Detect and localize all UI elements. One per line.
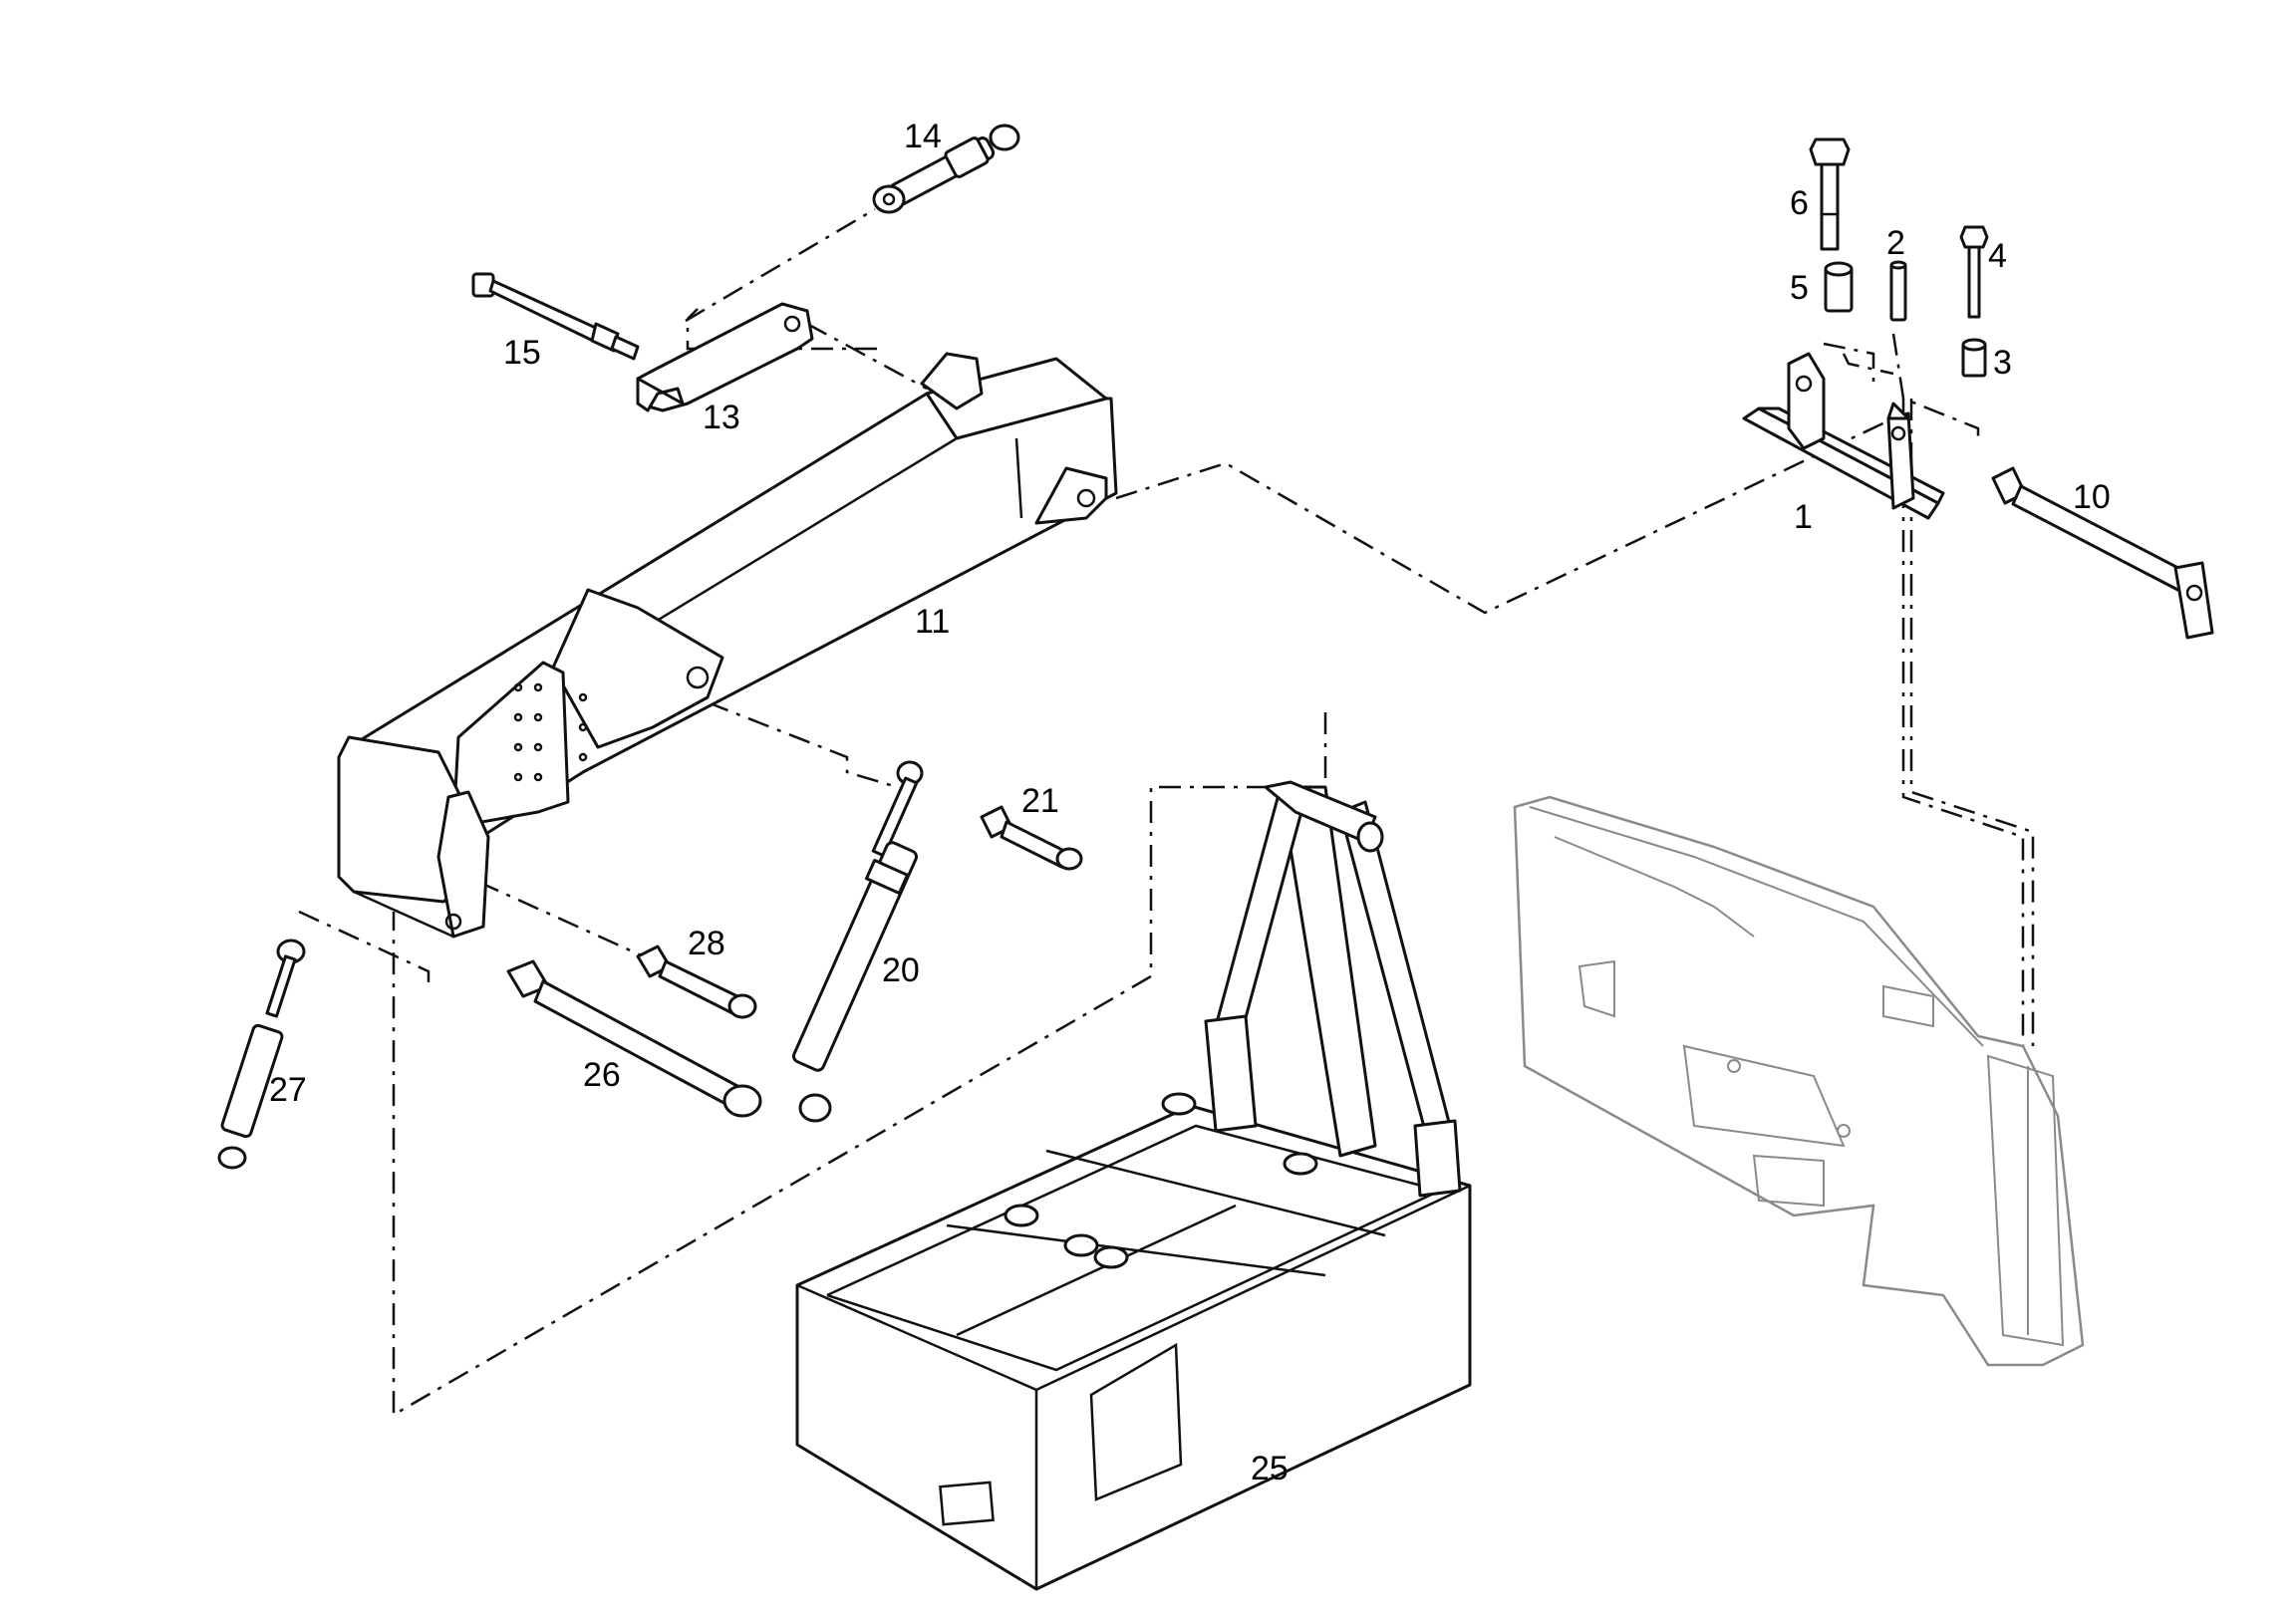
part-4-bolt (1959, 225, 1989, 319)
callout-20: 20 (882, 951, 920, 989)
part-2-pin (1889, 260, 1907, 322)
callout-labels: 1 2 3 4 5 6 10 11 13 14 15 20 21 25 26 2… (269, 118, 2111, 1487)
callout-4: 4 (1988, 237, 2007, 275)
part-5-bushing (1824, 261, 1854, 313)
callout-14: 14 (904, 118, 942, 155)
part-28-pin (636, 944, 757, 1019)
callout-15: 15 (503, 334, 541, 372)
callout-5: 5 (1790, 269, 1809, 307)
part-6-bolt (1809, 137, 1851, 251)
part-20-lift-cylinder (791, 760, 924, 1123)
part-10-pin (1991, 466, 2214, 640)
part-26-pin (506, 959, 762, 1118)
callout-1: 1 (1794, 498, 1813, 536)
chassis-frame (1513, 795, 2085, 1367)
callout-6: 6 (1790, 184, 1809, 222)
callout-11: 11 (915, 603, 950, 641)
part-13-bracket (636, 302, 814, 412)
callout-27: 27 (269, 1071, 307, 1109)
flange-bolts (513, 682, 588, 782)
part-21-pin (980, 805, 1083, 871)
callout-21: 21 (1021, 782, 1059, 820)
callout-26: 26 (583, 1056, 621, 1094)
part-14-hydraulic-cylinder (872, 124, 1020, 214)
callout-2: 2 (1886, 224, 1905, 262)
callout-10: 10 (2073, 478, 2111, 516)
callout-28: 28 (688, 925, 725, 962)
part-27-strut (217, 939, 306, 1170)
part-15-pin (471, 272, 640, 361)
part-11-main-beam (337, 352, 1118, 939)
callout-3: 3 (1993, 344, 2012, 382)
part-25-counterweight (795, 780, 1472, 1591)
part-3-sleeve (1961, 338, 1987, 378)
callout-13: 13 (703, 399, 740, 436)
part-1-pivot-bracket (1742, 352, 1945, 520)
callout-25: 25 (1251, 1450, 1289, 1487)
